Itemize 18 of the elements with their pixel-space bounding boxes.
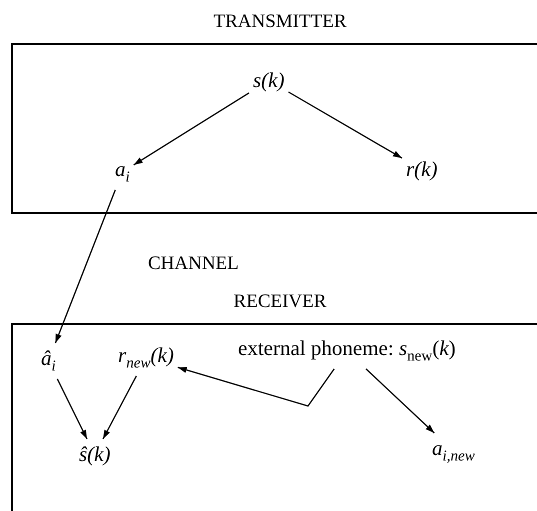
arrow — [102, 376, 137, 440]
signal-term: a$_{i}$ — [115, 158, 130, 186]
block-heading: TRANSMITTER — [212, 11, 348, 33]
channel-label: CHANNEL — [148, 253, 239, 275]
signal-term: r(k) — [406, 158, 438, 182]
arrow — [366, 368, 435, 434]
signal-term: ŝ(k) — [79, 443, 110, 466]
arrow — [178, 366, 335, 407]
arrow — [56, 378, 88, 440]
block-heading: RECEIVER — [232, 291, 328, 313]
signal-term: a$_{i,new}$ — [432, 437, 475, 465]
signal-term: â$_{i}$ — [41, 347, 56, 375]
arrow — [288, 91, 402, 159]
signal-term: r$_{new}$(k) — [118, 344, 174, 372]
arrow — [133, 92, 250, 166]
signal-term: external phoneme: s$_{new}$(k) — [238, 337, 456, 365]
signal-term: s(k) — [253, 69, 284, 92]
arrow — [54, 190, 116, 344]
